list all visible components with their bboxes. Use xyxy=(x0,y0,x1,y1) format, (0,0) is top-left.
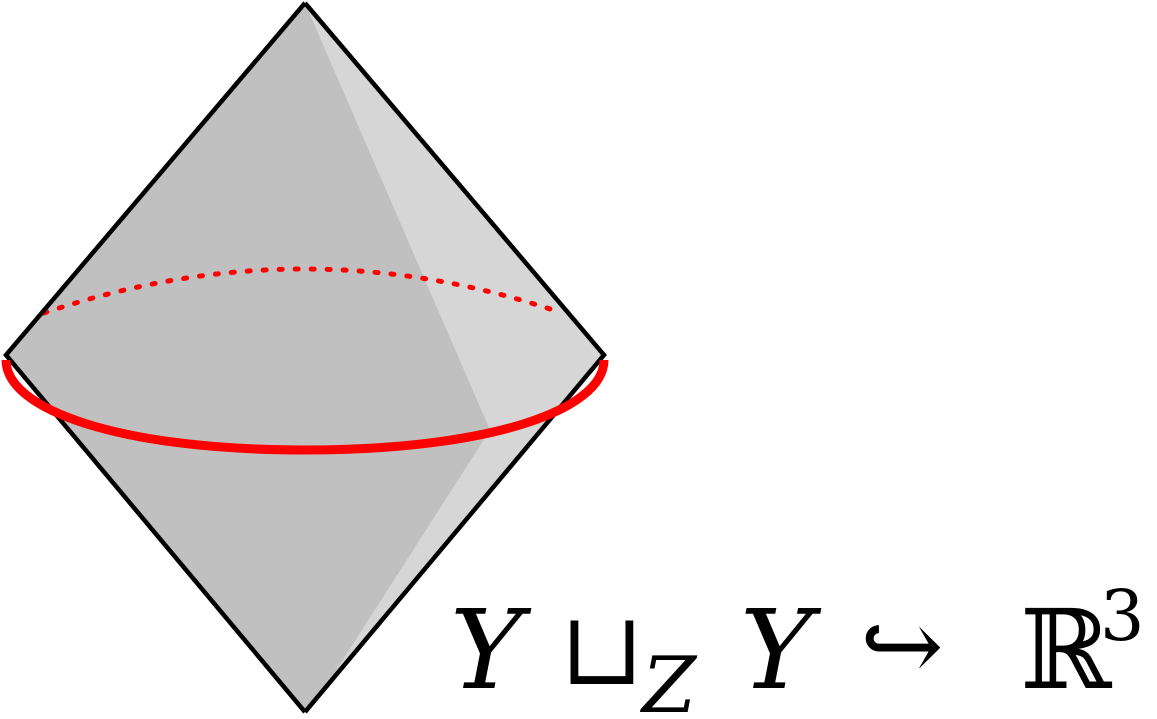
formula-y-right: Y xyxy=(740,586,822,714)
formula-subscript-z: Z xyxy=(639,641,698,719)
formula-y-left: Y xyxy=(450,586,532,714)
cone-outline-left xyxy=(3,1,307,714)
formula-real-r: ℝ xyxy=(1020,586,1112,714)
double-cone-side-surface xyxy=(305,3,604,712)
formula-glued-union: ⊔ xyxy=(560,591,644,708)
formula-hook-arrow: ↪ xyxy=(860,587,944,704)
embedding-formula: Y ⊔ Z Y ↪ ℝ 3 xyxy=(450,575,1145,719)
cone-outline-right xyxy=(303,1,607,714)
equator-front-solid xyxy=(1,359,609,455)
equator-back-dotted xyxy=(41,266,565,316)
formula-exponent: 3 xyxy=(1100,575,1145,657)
